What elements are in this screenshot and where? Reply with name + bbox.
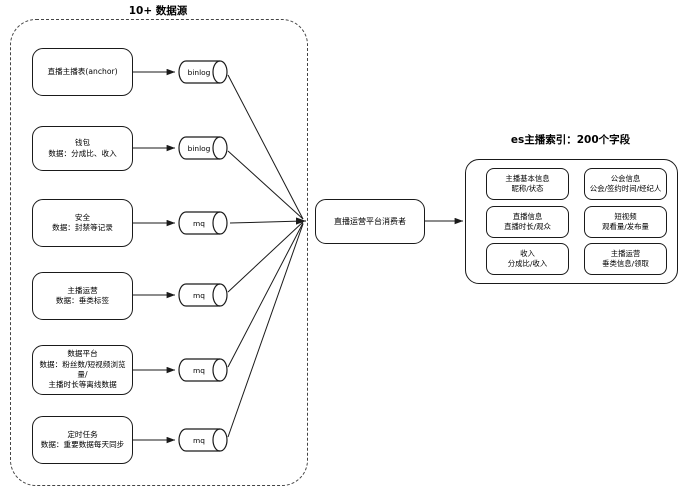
source-line1: 定时任务: [67, 429, 98, 439]
queue-label: binlog: [187, 67, 211, 77]
es-index-title: es主播索引：200个字段: [510, 134, 631, 146]
source-line1: 主播运营: [67, 285, 98, 295]
es-field-line1: 公会信息: [610, 173, 641, 183]
es-field-guild-info[interactable]: 公会信息 公会/签约时间/经纪人: [584, 168, 667, 200]
consumer-label: 直播运营平台消费者: [334, 216, 406, 226]
queue-cylinder-mq-2[interactable]: mq: [179, 284, 228, 306]
queue-label: mq: [193, 435, 205, 445]
source-line1: 数据平台: [67, 349, 98, 359]
data-sources-group: [10, 19, 308, 486]
queue-label: mq: [193, 218, 205, 228]
es-field-short-video[interactable]: 短视频 观看量/发布量: [584, 206, 667, 238]
source-box-anchor-table[interactable]: 直播主播表(anchor): [32, 48, 133, 96]
es-field-anchor-operation[interactable]: 主播运营 垂类信息/领取: [584, 243, 667, 275]
source-line2: 数据：垂类标签: [55, 296, 110, 305]
es-field-line1: 直播信息: [512, 211, 543, 221]
queue-cylinder-binlog-2[interactable]: binlog: [179, 137, 228, 159]
source-line2: 数据：分成比、收入: [48, 148, 117, 158]
source-line3: 主播时长等离线数据: [48, 380, 117, 390]
source-box-security[interactable]: 安全 数据：封禁等记录: [32, 199, 133, 247]
queue-label: mq: [193, 290, 205, 300]
es-field-line1: 短视频: [614, 211, 637, 221]
consumer-node[interactable]: 直播运营平台消费者: [315, 199, 425, 244]
source-box-anchor-operation[interactable]: 主播运营 数据：垂类标签: [32, 272, 133, 320]
es-field-line2: 分成比/收入: [507, 259, 548, 268]
queue-cylinder-mq-3[interactable]: mq: [179, 359, 228, 381]
queue-cylinder-mq-1[interactable]: mq: [179, 212, 228, 234]
es-field-line2: 观看量/发布量: [602, 222, 649, 231]
source-line2: 数据：封禁等记录: [52, 223, 113, 232]
source-line1: 钱包: [74, 138, 91, 148]
queue-cylinder-binlog-1[interactable]: binlog: [179, 61, 228, 83]
source-line2: 数据：粉丝数/短视频浏览量/: [39, 359, 126, 379]
es-field-line2: 垂类信息/领取: [602, 259, 649, 268]
queue-cylinder-mq-4[interactable]: mq: [179, 429, 228, 451]
source-line2: 数据：重要数据每天同步: [40, 440, 125, 449]
es-field-line2: 公会/签约时间/经纪人: [589, 184, 662, 193]
es-field-anchor-basic-info[interactable]: 主播基本信息 昵称/状态: [486, 168, 569, 200]
es-field-line2: 昵称/状态: [511, 184, 544, 193]
queue-label: binlog: [187, 143, 211, 153]
source-box-wallet[interactable]: 钱包 数据：分成比、收入: [32, 126, 133, 171]
es-field-live-info[interactable]: 直播信息 直播时长/观众: [486, 206, 569, 238]
es-field-line1: 主播运营: [610, 248, 641, 258]
source-box-scheduled-task[interactable]: 定时任务 数据：重要数据每天同步: [32, 416, 133, 464]
es-field-line1: 主播基本信息: [505, 173, 550, 183]
data-sources-group-title: 10+ 数据源: [128, 5, 188, 17]
es-field-line2: 直播时长/观众: [504, 222, 551, 231]
source-box-data-platform[interactable]: 数据平台 数据：粉丝数/短视频浏览量/ 主播时长等离线数据: [32, 345, 133, 395]
source-line1: 安全: [74, 212, 91, 222]
source-line1: 直播主播表(anchor): [47, 66, 118, 76]
es-field-line1: 收入: [520, 248, 535, 258]
queue-label: mq: [193, 365, 205, 375]
es-field-income[interactable]: 收入 分成比/收入: [486, 243, 569, 275]
